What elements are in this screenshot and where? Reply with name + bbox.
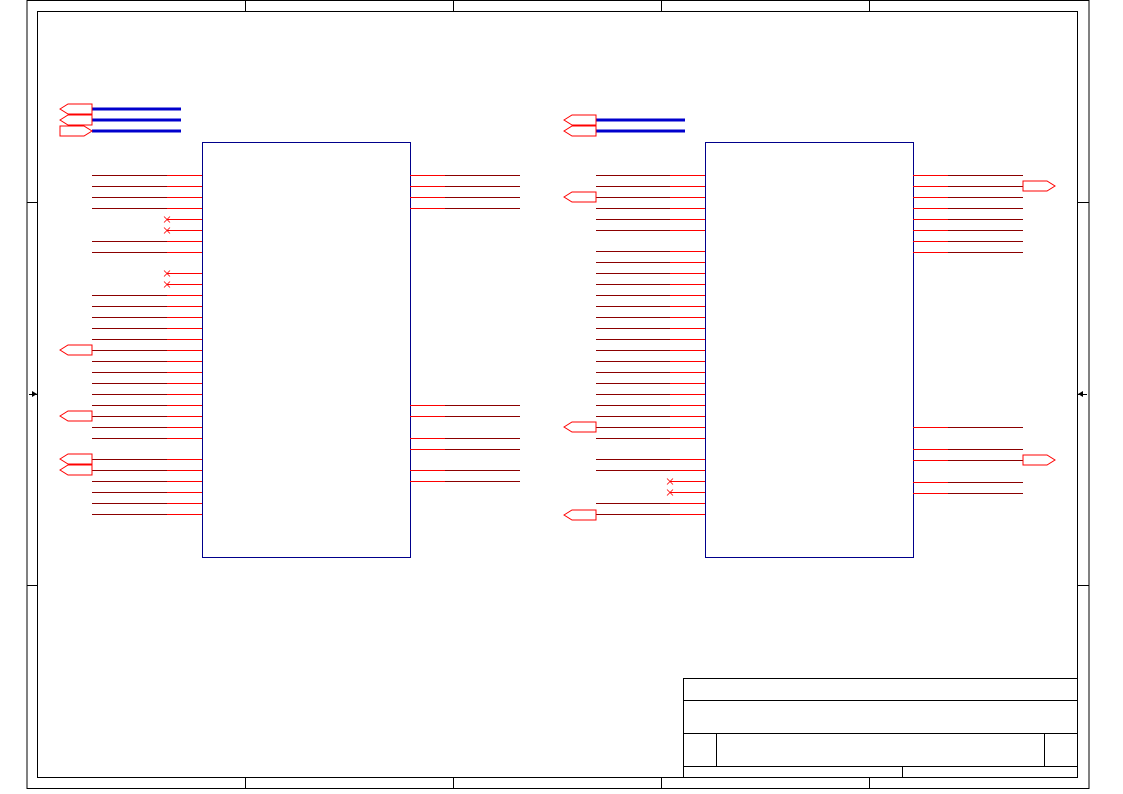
net-port-icon[interactable] bbox=[563, 421, 597, 433]
net-port-icon[interactable] bbox=[59, 344, 93, 356]
net-port-icon[interactable] bbox=[563, 114, 597, 126]
net-port-icon[interactable] bbox=[59, 410, 93, 422]
net-port-icon[interactable] bbox=[59, 114, 93, 126]
component-left-body[interactable] bbox=[202, 142, 411, 558]
net-port-icon[interactable] bbox=[1022, 454, 1056, 466]
component-right-ports bbox=[563, 114, 1056, 521]
net-port-icon[interactable] bbox=[563, 191, 597, 203]
net-port-icon[interactable] bbox=[59, 103, 93, 115]
component-left-left-pins bbox=[92, 175, 202, 515]
net-port-icon[interactable] bbox=[59, 453, 93, 465]
no-connect-icon bbox=[666, 478, 674, 485]
component-left-buses bbox=[92, 107, 181, 133]
title-block-outline bbox=[683, 678, 1078, 778]
no-connect-icon bbox=[163, 270, 171, 277]
no-connect-icon bbox=[163, 281, 171, 288]
center-arrow-right-icon bbox=[1078, 391, 1083, 397]
net-port-icon[interactable] bbox=[1022, 180, 1056, 192]
component-left[interactable] bbox=[59, 103, 520, 558]
inner-border bbox=[37, 11, 1078, 778]
component-left-right-pins bbox=[410, 175, 520, 482]
component-right[interactable] bbox=[563, 114, 1056, 558]
net-port-icon[interactable] bbox=[563, 509, 597, 521]
no-connect-icon bbox=[666, 489, 674, 496]
center-arrow-left-icon bbox=[32, 391, 37, 397]
net-port-icon[interactable] bbox=[59, 464, 93, 476]
title-block bbox=[683, 678, 1078, 778]
component-right-buses bbox=[596, 118, 685, 133]
no-connect-icon bbox=[163, 216, 171, 223]
component-left-ports bbox=[59, 103, 93, 476]
component-right-body[interactable] bbox=[705, 142, 914, 558]
net-port-icon[interactable] bbox=[59, 125, 93, 137]
no-connect-icon bbox=[163, 227, 171, 234]
net-port-icon[interactable] bbox=[563, 125, 597, 137]
component-right-left-pins bbox=[596, 175, 705, 515]
outer-border bbox=[26, 0, 1090, 789]
drawing-frame bbox=[26, 0, 1090, 789]
component-right-right-pins bbox=[913, 175, 1023, 494]
